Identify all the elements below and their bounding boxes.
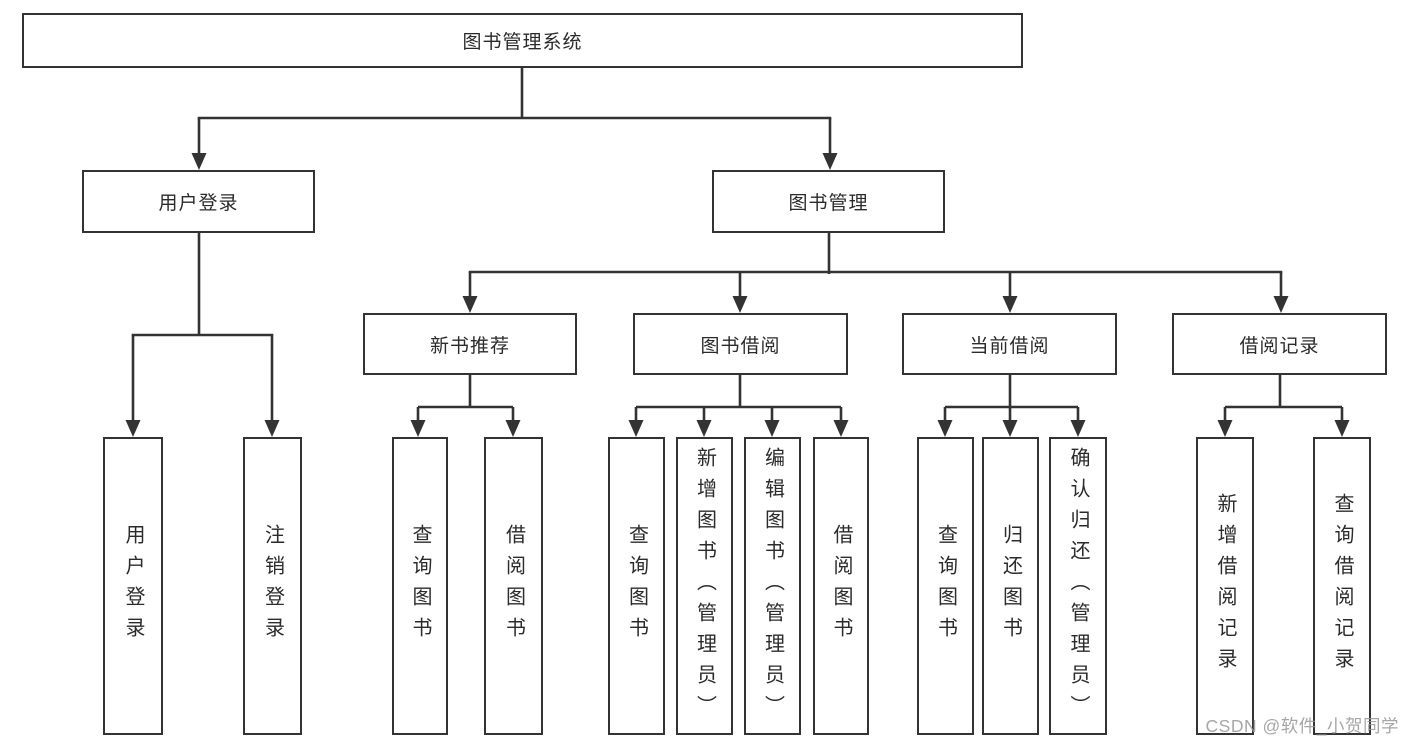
- leaf-logout: 注销登录: [243, 437, 302, 735]
- leaf-add-borrow-record: 新增借阅记录: [1196, 437, 1254, 735]
- leaf-label: 查询图书: [409, 524, 431, 648]
- node-borrowing-records: 借阅记录: [1172, 313, 1387, 375]
- node-user-login: 用户登录: [82, 170, 315, 233]
- leaf-label: 用户登录: [122, 524, 144, 648]
- leaf-query-books-current: 查询图书: [917, 437, 974, 735]
- leaf-borrow-books-recommend: 借阅图书: [484, 437, 543, 735]
- leaf-confirm-return-admin: 确认归还（管理员）: [1049, 437, 1107, 735]
- node-label: 图书借阅: [700, 335, 781, 357]
- node-label: 新书推荐: [429, 335, 510, 357]
- node-label: 用户登录: [158, 193, 239, 214]
- leaf-label: 查询图书: [625, 524, 648, 648]
- node-label: 图书管理系统: [462, 32, 583, 53]
- leaf-return-books: 归还图书: [982, 437, 1039, 735]
- node-library-management-system: 图书管理系统: [22, 13, 1023, 68]
- leaf-label: 借阅图书: [502, 524, 525, 648]
- node-new-book-recommendation: 新书推荐: [363, 313, 577, 375]
- leaf-query-books-recommend: 查询图书: [392, 437, 448, 735]
- node-current-borrowing: 当前借阅: [902, 313, 1117, 375]
- leaf-label: 注销登录: [261, 524, 284, 648]
- leaf-label: 新增借阅记录: [1214, 493, 1236, 679]
- leaf-label: 借阅图书: [830, 524, 852, 648]
- leaf-label: 归还图书: [999, 524, 1022, 648]
- leaf-user-login: 用户登录: [103, 437, 163, 735]
- node-label: 图书管理: [788, 193, 869, 214]
- leaf-add-books-admin: 新增图书（管理员）: [676, 437, 733, 735]
- leaf-borrow-books: 借阅图书: [813, 437, 869, 735]
- leaf-label: 确认归还（管理员）: [1067, 446, 1089, 726]
- leaf-label: 查询借阅记录: [1331, 493, 1353, 679]
- leaf-query-borrow-record: 查询借阅记录: [1313, 437, 1371, 735]
- leaf-label: 编辑图书（管理员）: [761, 446, 784, 726]
- node-book-borrowing: 图书借阅: [633, 313, 848, 375]
- csdn-watermark: CSDN @软件_小贺同学: [1205, 716, 1399, 736]
- leaf-query-books-borrow: 查询图书: [608, 437, 665, 735]
- leaf-label: 查询图书: [934, 524, 957, 648]
- node-book-management: 图书管理: [712, 170, 945, 233]
- leaf-edit-books-admin: 编辑图书（管理员）: [744, 437, 801, 735]
- node-label: 当前借阅: [969, 335, 1050, 357]
- leaf-label: 新增图书（管理员）: [693, 446, 716, 726]
- node-label: 借阅记录: [1239, 335, 1320, 357]
